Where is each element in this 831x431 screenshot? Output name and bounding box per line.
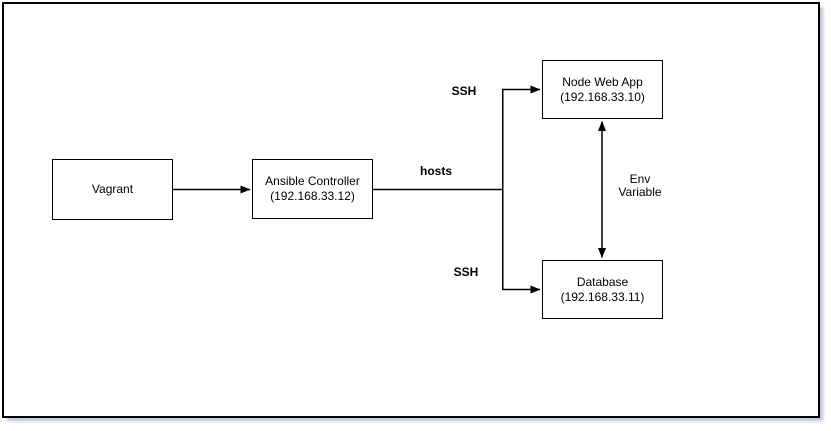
node-vagrant-label: Vagrant xyxy=(91,182,134,196)
arrow-ssh-to-node-web-app xyxy=(502,85,541,190)
edge-label-env-variable: Env Variable xyxy=(618,173,661,199)
edge-label-ssh-top: SSH xyxy=(451,84,477,98)
edge-label-env-line1: Env xyxy=(629,172,651,186)
node-ansible-controller: Ansible Controller (192.168.33.12) xyxy=(252,159,373,219)
edge-label-ssh-bottom: SSH xyxy=(453,265,479,279)
node-node-web-app: Node Web App (192.168.33.10) xyxy=(542,60,663,119)
node-node-web-app-ip: (192.168.33.10) xyxy=(560,89,645,104)
node-node-web-app-label: Node Web App xyxy=(562,74,643,89)
node-database-ip: (192.168.33.11) xyxy=(560,289,645,304)
node-vagrant: Vagrant xyxy=(52,159,173,220)
node-ansible-controller-label: Ansible Controller xyxy=(265,174,360,188)
node-ansible-controller-ip: (192.168.33.12) xyxy=(270,189,355,203)
node-database: Database (192.168.33.11) xyxy=(542,260,663,319)
arrow-ssh-to-database xyxy=(502,189,541,294)
edge-label-env-line2: Variable xyxy=(618,185,662,199)
edge-label-hosts: hosts xyxy=(419,164,453,178)
node-database-label: Database xyxy=(576,274,629,289)
